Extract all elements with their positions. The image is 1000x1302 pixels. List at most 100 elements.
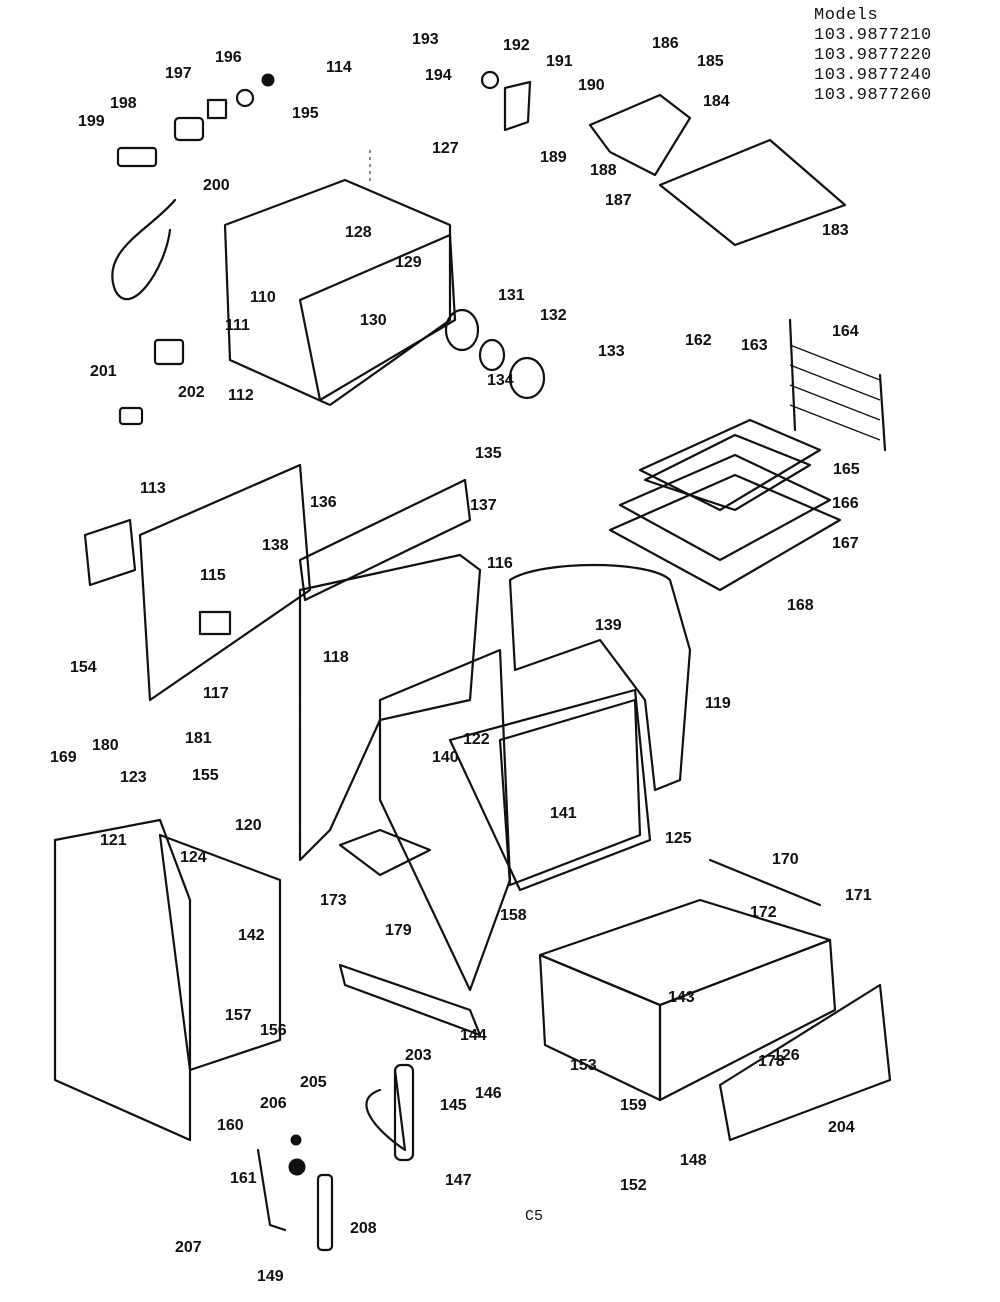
part-callout-193: 193 xyxy=(412,31,439,48)
part-callout-145: 145 xyxy=(440,1097,467,1114)
part-callout-203: 203 xyxy=(405,1047,432,1064)
part-callout-147: 147 xyxy=(445,1172,472,1189)
part-callout-207: 207 xyxy=(175,1239,202,1256)
part-callout-178: 178 xyxy=(758,1053,785,1070)
part-callout-149: 149 xyxy=(257,1268,284,1285)
part-callout-112: 112 xyxy=(228,387,254,404)
part-callout-118: 118 xyxy=(323,649,349,666)
part-callout-119: 119 xyxy=(705,695,731,712)
part-callout-156: 156 xyxy=(260,1022,287,1039)
thermostat-assembly xyxy=(480,70,532,132)
part-callout-188: 188 xyxy=(590,162,617,179)
part-callout-123: 123 xyxy=(120,769,147,786)
part-callout-169: 169 xyxy=(50,749,77,766)
part-callout-142: 142 xyxy=(238,927,265,944)
part-callout-153: 153 xyxy=(570,1057,597,1074)
part-callout-167: 167 xyxy=(832,535,859,552)
diagram-code: C5 xyxy=(525,1208,544,1225)
part-callout-157: 157 xyxy=(225,1007,252,1024)
part-callout-135: 135 xyxy=(475,445,502,462)
part-callout-122: 122 xyxy=(463,731,490,748)
part-callout-194: 194 xyxy=(425,67,452,84)
window-rings xyxy=(444,308,546,400)
part-callout-164: 164 xyxy=(832,323,859,340)
part-callout-113: 113 xyxy=(140,480,166,497)
part-callout-146: 146 xyxy=(475,1085,502,1102)
backguard-panel xyxy=(83,463,312,702)
part-callout-141: 141 xyxy=(550,805,577,822)
part-callout-191: 191 xyxy=(546,53,573,70)
model-number: 103.9877220 xyxy=(814,46,932,65)
part-callout-179: 179 xyxy=(385,922,412,939)
main-frame-body xyxy=(298,478,482,862)
part-callout-144: 144 xyxy=(460,1027,487,1044)
storage-drawer xyxy=(538,858,892,1142)
part-callout-116: 116 xyxy=(487,555,513,572)
part-callout-120: 120 xyxy=(235,817,262,834)
side-panel xyxy=(53,818,282,1142)
part-callout-143: 143 xyxy=(668,989,695,1006)
upper-oven-cavity xyxy=(223,150,457,407)
part-callout-137: 137 xyxy=(470,497,497,514)
part-callout-148: 148 xyxy=(680,1152,707,1169)
part-callout-151: 151 xyxy=(0,0,27,4)
part-callout-125: 125 xyxy=(665,830,692,847)
part-callout-162: 162 xyxy=(685,332,712,349)
part-callout-181: 181 xyxy=(185,730,212,747)
part-callout-111: 111 xyxy=(225,317,250,334)
part-callout-208: 208 xyxy=(350,1220,377,1237)
part-callout-115: 115 xyxy=(200,567,226,584)
power-cord xyxy=(111,198,177,301)
bottom-tray xyxy=(338,828,482,1037)
part-callout-159: 159 xyxy=(620,1097,647,1114)
part-callout-202: 202 xyxy=(178,384,205,401)
part-callout-184: 184 xyxy=(703,93,730,110)
part-callout-199: 199 xyxy=(78,113,105,130)
part-callout-139: 139 xyxy=(595,617,622,634)
model-number: 103.9877210 xyxy=(814,26,932,45)
part-callout-114: 114 xyxy=(326,59,352,76)
part-callout-150: 150 xyxy=(0,0,27,4)
part-callout-155: 155 xyxy=(192,767,219,784)
part-callout-168: 168 xyxy=(787,597,814,614)
part-callout-185: 185 xyxy=(697,53,724,70)
part-callout-192: 192 xyxy=(503,37,530,54)
part-callout-204: 204 xyxy=(828,1119,855,1136)
part-callout-126: 126 xyxy=(773,1047,800,1064)
part-callout-128: 128 xyxy=(345,224,372,241)
part-callout-180: 180 xyxy=(92,737,119,754)
part-callout-127: 127 xyxy=(432,140,459,157)
part-callout-132: 132 xyxy=(540,307,567,324)
part-callout-130: 130 xyxy=(360,312,387,329)
small-hardware-top xyxy=(116,73,275,426)
part-callout-158: 158 xyxy=(500,907,527,924)
part-callout-154: 154 xyxy=(70,659,97,676)
door-hinge-parts xyxy=(256,1063,415,1252)
part-callout-121: 121 xyxy=(100,832,127,849)
part-callout-138: 138 xyxy=(262,537,289,554)
model-number: 103.9877260 xyxy=(814,86,932,105)
top-cover-sheet xyxy=(588,93,847,247)
models-list: Models 103.9877210 103.9877220 103.98772… xyxy=(814,6,994,106)
part-callout-206: 206 xyxy=(260,1095,287,1112)
part-callout-205: 205 xyxy=(300,1074,327,1091)
part-callout-170: 170 xyxy=(772,851,799,868)
part-callout-134: 134 xyxy=(487,372,514,389)
part-callout-117: 117 xyxy=(203,685,229,702)
part-callout-171: 171 xyxy=(845,887,872,904)
part-callout-186: 186 xyxy=(652,35,679,52)
part-callout-140: 140 xyxy=(432,749,459,766)
part-callout-183: 183 xyxy=(822,222,849,239)
part-callout-124: 124 xyxy=(180,849,207,866)
part-callout-200: 200 xyxy=(203,177,230,194)
part-callout-189: 189 xyxy=(540,149,567,166)
part-callout-187: 187 xyxy=(605,192,632,209)
part-callout-197: 197 xyxy=(165,65,192,82)
part-callout-161: 161 xyxy=(230,1170,257,1187)
part-callout-133: 133 xyxy=(598,343,625,360)
part-callout-163: 163 xyxy=(741,337,768,354)
part-callout-172: 172 xyxy=(750,904,777,921)
